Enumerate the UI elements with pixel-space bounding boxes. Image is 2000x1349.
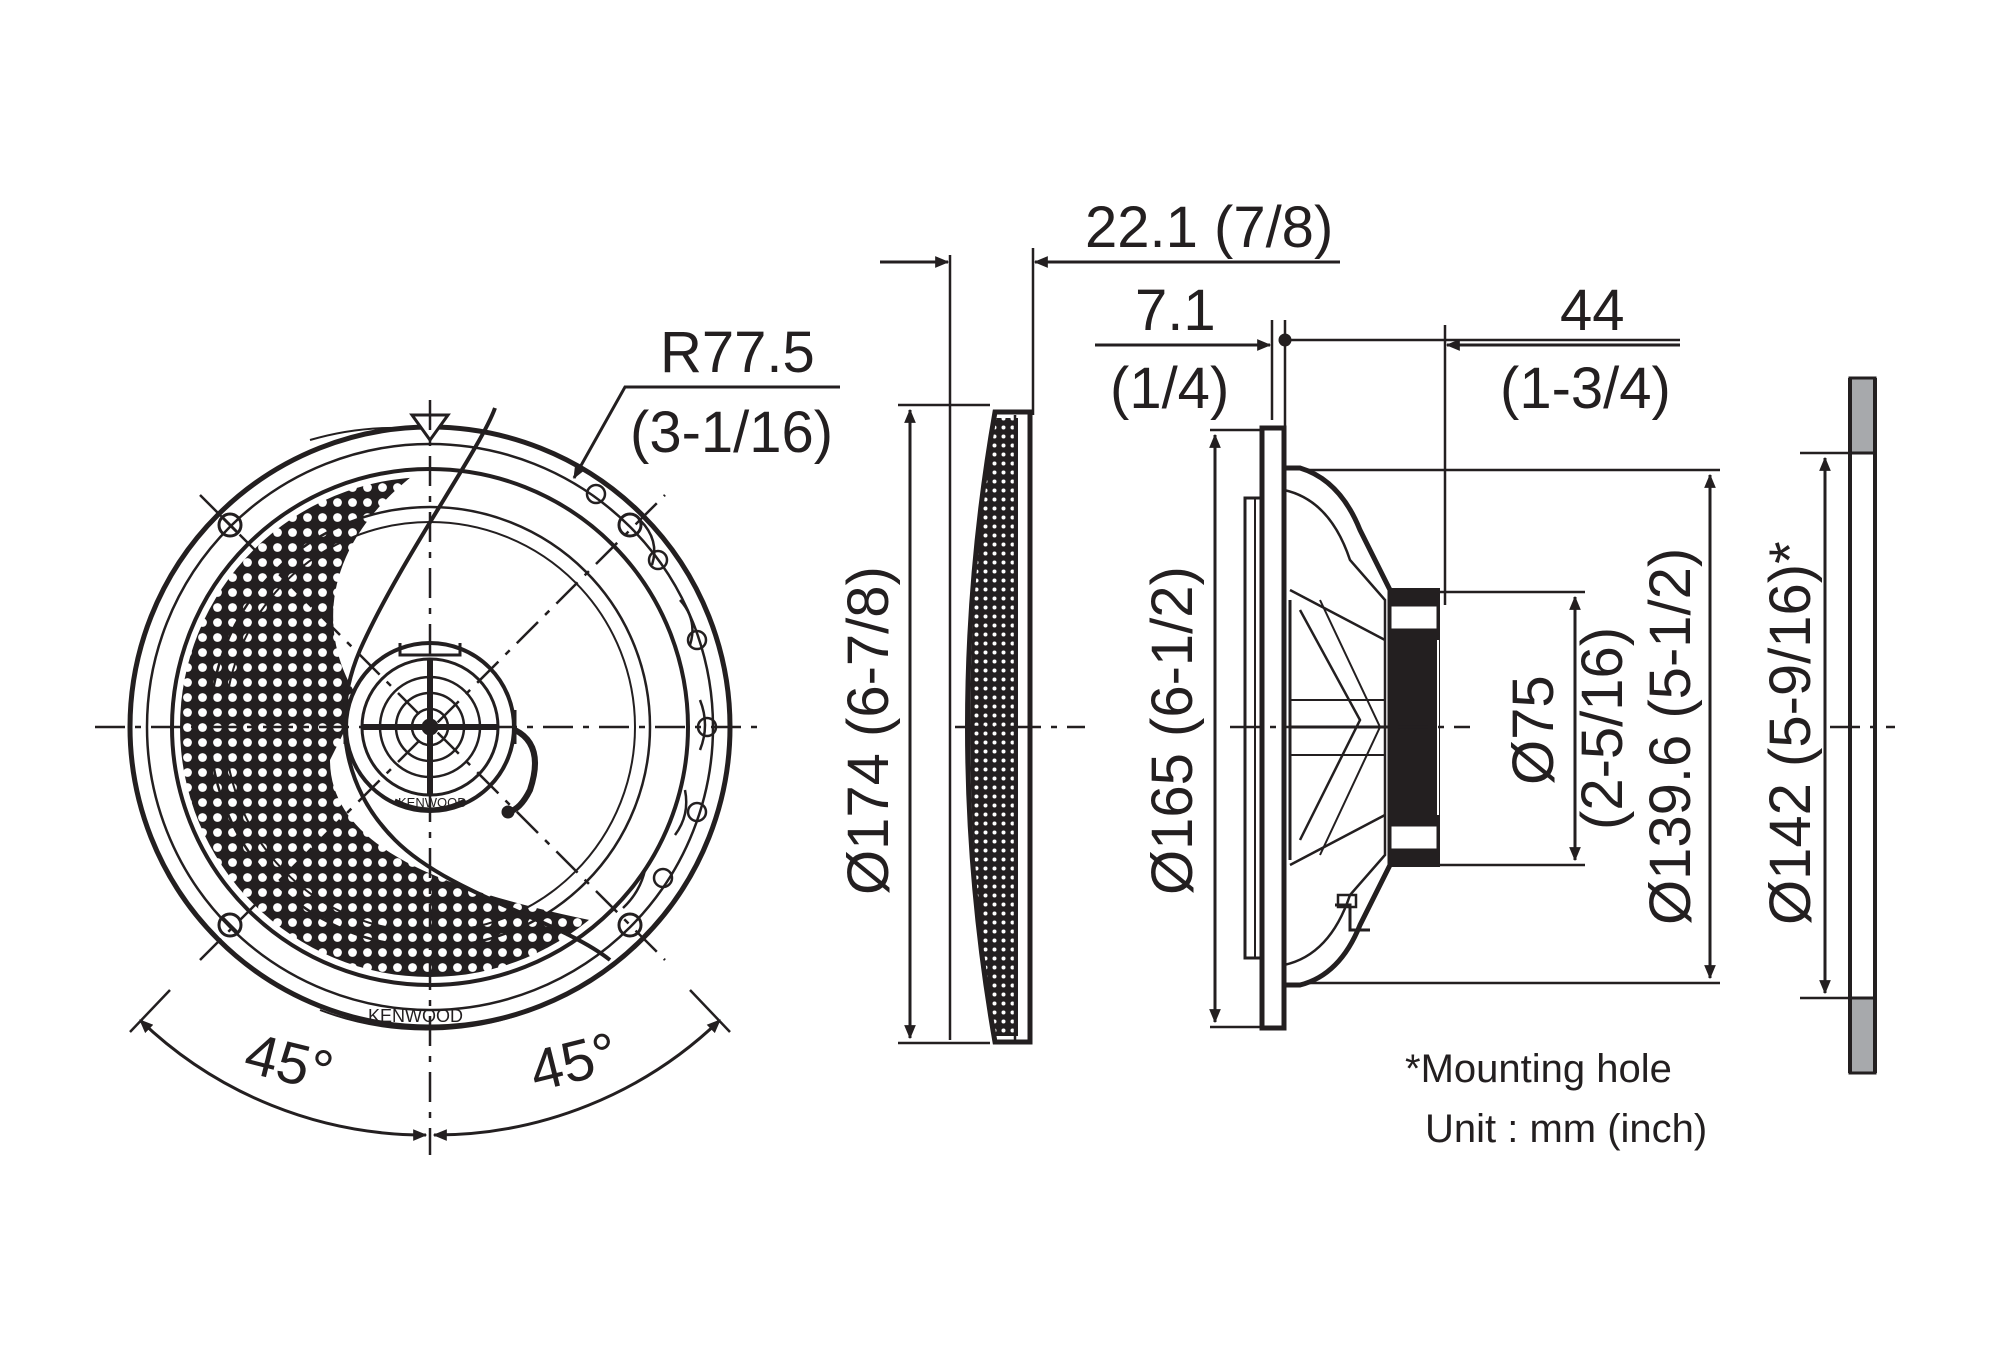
center-brand-logo: KENWOOD xyxy=(398,795,467,810)
speaker-side-view xyxy=(1095,320,1720,1031)
rim-brand-logo: KENWOOD xyxy=(368,1006,463,1026)
angle-arc-right xyxy=(432,1018,722,1141)
radius-label: R77.5 xyxy=(660,320,815,385)
front-grille-mesh xyxy=(180,477,640,977)
basket-diameter-label: Ø139.6 (5-1/2) xyxy=(1638,548,1703,925)
unit-note: Unit : mm (inch) xyxy=(1425,1107,1707,1151)
mount-depth-label: 44 xyxy=(1560,278,1625,343)
mount-depth-inch-label: (1-3/4) xyxy=(1500,356,1671,421)
angle-left-label: 45° xyxy=(239,1021,340,1105)
tweeter-wire xyxy=(507,727,538,815)
mounting-panel xyxy=(1800,376,1895,1075)
radius-leader xyxy=(572,385,840,480)
angle-arc-left xyxy=(138,1018,428,1141)
mounting-tabs xyxy=(585,483,718,909)
flange-inch-label: (1/4) xyxy=(1110,356,1229,421)
magnet-diameter-inch-label: (2-5/16) xyxy=(1570,627,1635,830)
grille-depth-label: 22.1 (7/8) xyxy=(1085,195,1333,260)
grille-side-view xyxy=(880,248,1340,1045)
mounting-hole-diameter-label: Ø142 (5-9/16)* xyxy=(1758,541,1823,925)
outer-diameter-label: Ø165 (6-1/2) xyxy=(1140,566,1205,895)
center-lines xyxy=(95,400,765,1155)
mounting-hole-note: *Mounting hole xyxy=(1405,1047,1672,1091)
flange-label: 7.1 xyxy=(1135,278,1216,343)
grille-diameter-label: Ø174 (6-7/8) xyxy=(836,566,901,895)
magnet-diameter-label: Ø75 xyxy=(1501,675,1566,785)
angle-right-label: 45° xyxy=(523,1020,624,1104)
front-view xyxy=(95,385,840,1155)
radius-inch-label: (3-1/16) xyxy=(630,400,833,465)
